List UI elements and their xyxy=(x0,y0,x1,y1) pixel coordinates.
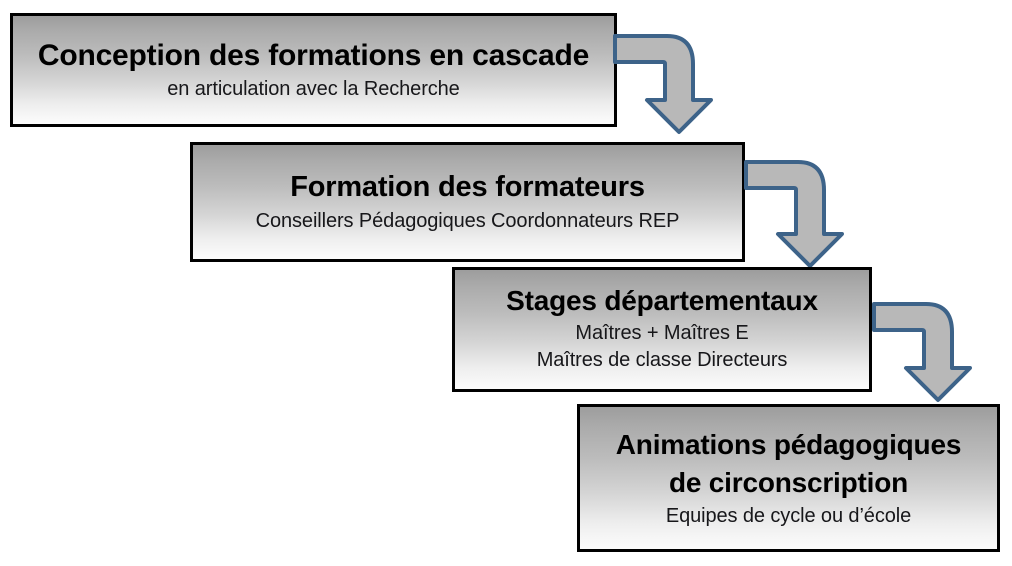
elbow-arrow-shape-3 xyxy=(872,302,972,402)
cascade-node-1[interactable]: Conception des formations en cascade en … xyxy=(10,13,617,127)
node-2-subtitle: Conseillers Pédagogiques Coordonnateurs … xyxy=(255,209,680,232)
elbow-arrow-shape-1 xyxy=(613,34,713,134)
node-3-subtitle-line-1: Maîtres + Maîtres E xyxy=(575,321,749,344)
cascade-node-2[interactable]: Formation des formateurs Conseillers Péd… xyxy=(190,142,745,262)
node-4-subtitle: Equipes de cycle ou d’école xyxy=(665,505,912,528)
node-3-title: Stages départementaux xyxy=(506,285,818,317)
elbow-arrow-icon-1 xyxy=(613,24,717,136)
elbow-arrow-icon-2 xyxy=(744,150,848,270)
cascade-node-3[interactable]: Stages départementaux Maîtres + Maîtres … xyxy=(452,267,872,392)
node-4-title-line-1: Animations pédagogiques xyxy=(615,428,962,460)
node-1-title: Conception des formations en cascade xyxy=(37,39,590,73)
node-2-title: Formation des formateurs xyxy=(290,171,645,204)
node-4-title-line-2: de circonscription xyxy=(668,467,909,498)
elbow-arrow-shape-2 xyxy=(744,160,844,268)
node-3-subtitle-line-2: Maîtres de classe Directeurs xyxy=(536,348,788,371)
node-1-subtitle: en articulation avec la Recherche xyxy=(167,77,460,100)
elbow-arrow-icon-3 xyxy=(872,292,976,404)
cascade-node-4[interactable]: Animations pédagogiques de circonscripti… xyxy=(577,404,1000,552)
